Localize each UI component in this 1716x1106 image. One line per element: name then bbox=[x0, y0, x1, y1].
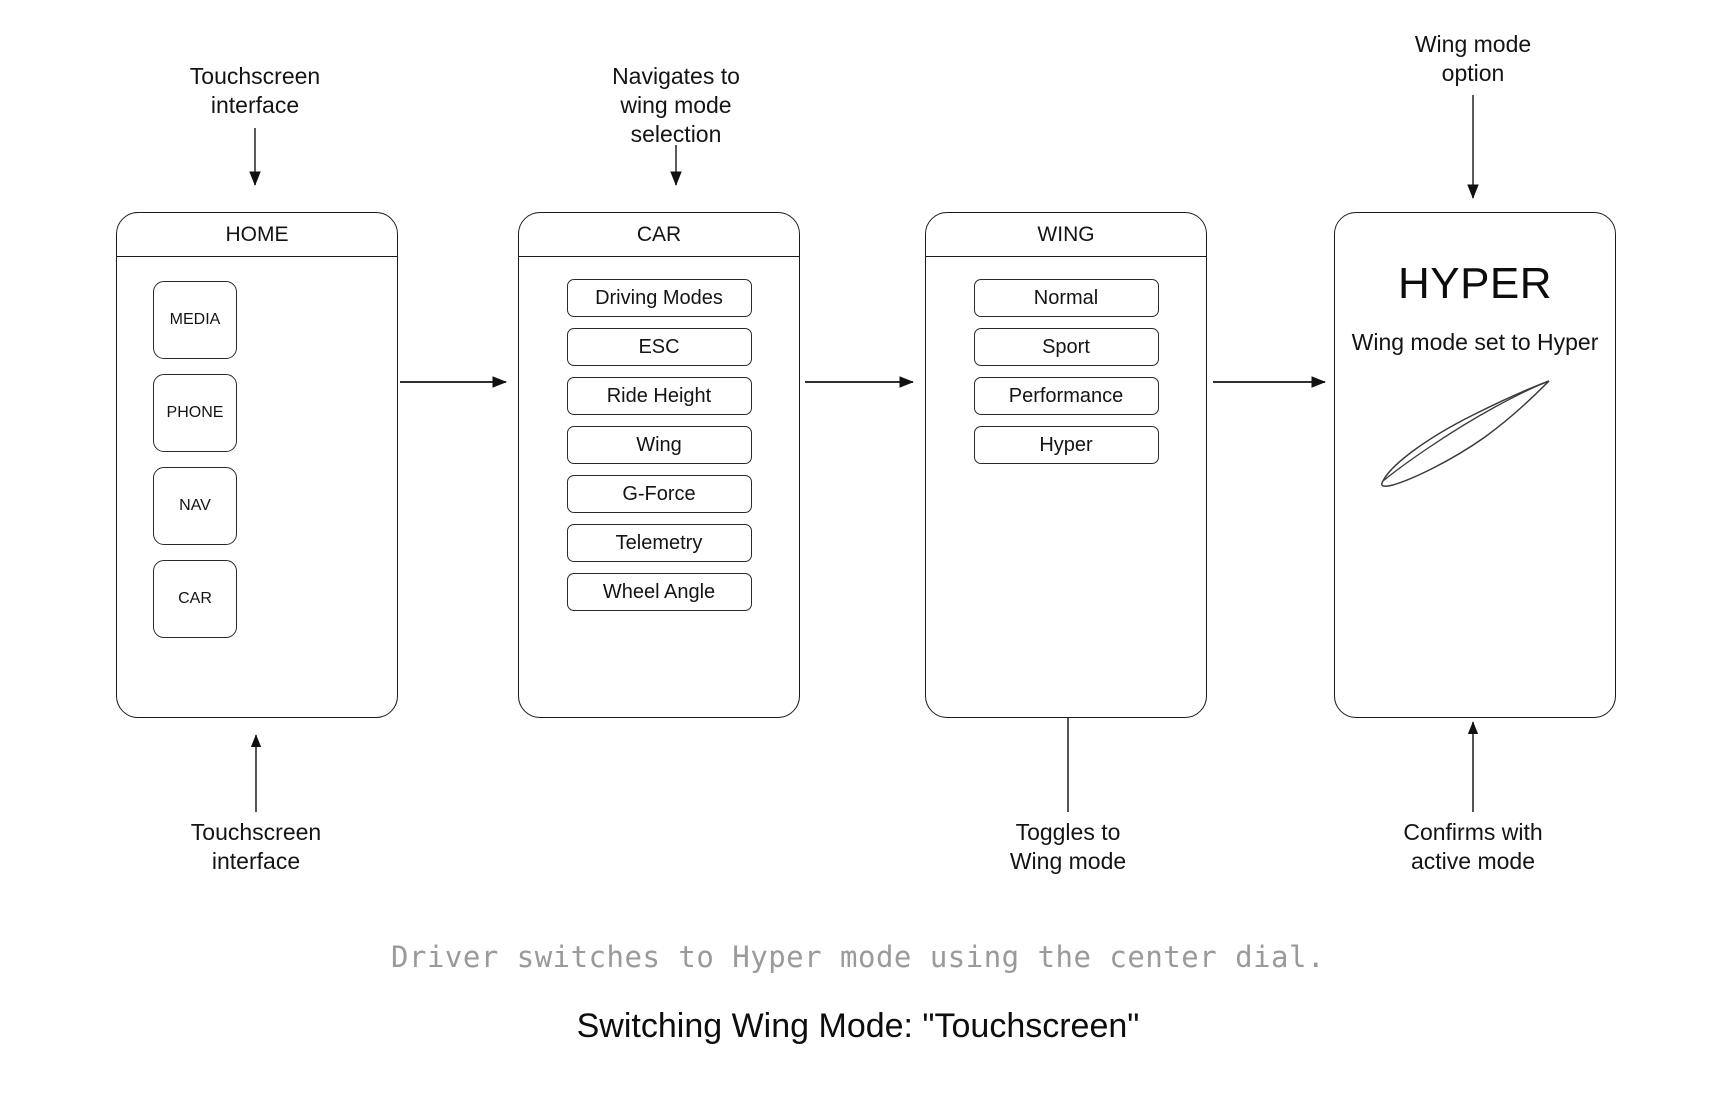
home-tile-phone[interactable]: PHONE bbox=[153, 374, 237, 452]
diagram-title: Switching Wing Mode: "Touchscreen" bbox=[576, 1007, 1140, 1045]
car-menu-item-wing[interactable]: Wing bbox=[566, 426, 752, 464]
result-subtitle: Wing mode set to Hyper bbox=[1351, 329, 1599, 355]
wing-menu-item-sport[interactable]: Sport bbox=[973, 328, 1159, 366]
wing-menu-list: Normal Sport Performance Hyper bbox=[926, 279, 1206, 464]
home-tile-media[interactable]: MEDIA bbox=[153, 281, 237, 359]
car-menu-item-telemetry[interactable]: Telemetry bbox=[566, 524, 752, 562]
car-menu-item-driving-modes[interactable]: Driving Modes bbox=[566, 279, 752, 317]
wing-menu-item-performance[interactable]: Performance bbox=[973, 377, 1159, 415]
home-header: HOME bbox=[117, 213, 397, 257]
car-menu-item-wheel-angle[interactable]: Wheel Angle bbox=[566, 573, 752, 611]
wing-menu-item-hyper[interactable]: Hyper bbox=[973, 426, 1159, 464]
annotation-toggles-to-wing-mode: Toggles to Wing mode bbox=[1009, 819, 1127, 874]
home-body: MEDIA PHONE NAV CAR bbox=[117, 257, 397, 717]
wing-body: Normal Sport Performance Hyper bbox=[926, 257, 1206, 717]
result-content: HYPER Wing mode set to Hyper bbox=[1335, 213, 1615, 717]
car-menu-item-ride-height[interactable]: Ride Height bbox=[566, 377, 752, 415]
diagram-caption: Driver switches to Hyper mode using the … bbox=[391, 940, 1325, 974]
car-menu-item-g-force[interactable]: G-Force bbox=[566, 475, 752, 513]
annotation-touchscreen-interface-bottom: Touchscreen interface bbox=[190, 819, 322, 874]
screen-result-hyper[interactable]: HYPER Wing mode set to Hyper bbox=[1334, 212, 1616, 718]
screen-wing[interactable]: WING Normal Sport Performance Hyper bbox=[925, 212, 1207, 718]
annotation-touchscreen-interface-top: Touchscreen interface bbox=[189, 63, 321, 118]
home-tile-car[interactable]: CAR bbox=[153, 560, 237, 638]
wing-menu-item-normal[interactable]: Normal bbox=[973, 279, 1159, 317]
car-body: Driving Modes ESC Ride Height Wing G-For… bbox=[519, 257, 799, 717]
airfoil-wing-icon bbox=[1365, 365, 1585, 500]
car-menu-item-esc[interactable]: ESC bbox=[566, 328, 752, 366]
annotation-wing-mode-option: Wing mode option bbox=[1414, 31, 1532, 86]
annotation-navigates-to-wing-mode: Navigates to wing mode selection bbox=[612, 63, 740, 147]
car-header: CAR bbox=[519, 213, 799, 257]
screen-car[interactable]: CAR Driving Modes ESC Ride Height Wing G… bbox=[518, 212, 800, 718]
screen-home[interactable]: HOME MEDIA PHONE NAV CAR bbox=[116, 212, 398, 718]
home-tile-grid: MEDIA PHONE NAV CAR bbox=[153, 281, 333, 638]
annotation-confirms-active-mode: Confirms with active mode bbox=[1403, 819, 1543, 874]
result-title: HYPER bbox=[1397, 259, 1553, 308]
car-menu-list: Driving Modes ESC Ride Height Wing G-For… bbox=[519, 279, 799, 611]
home-tile-nav[interactable]: NAV bbox=[153, 467, 237, 545]
wing-header: WING bbox=[926, 213, 1206, 257]
